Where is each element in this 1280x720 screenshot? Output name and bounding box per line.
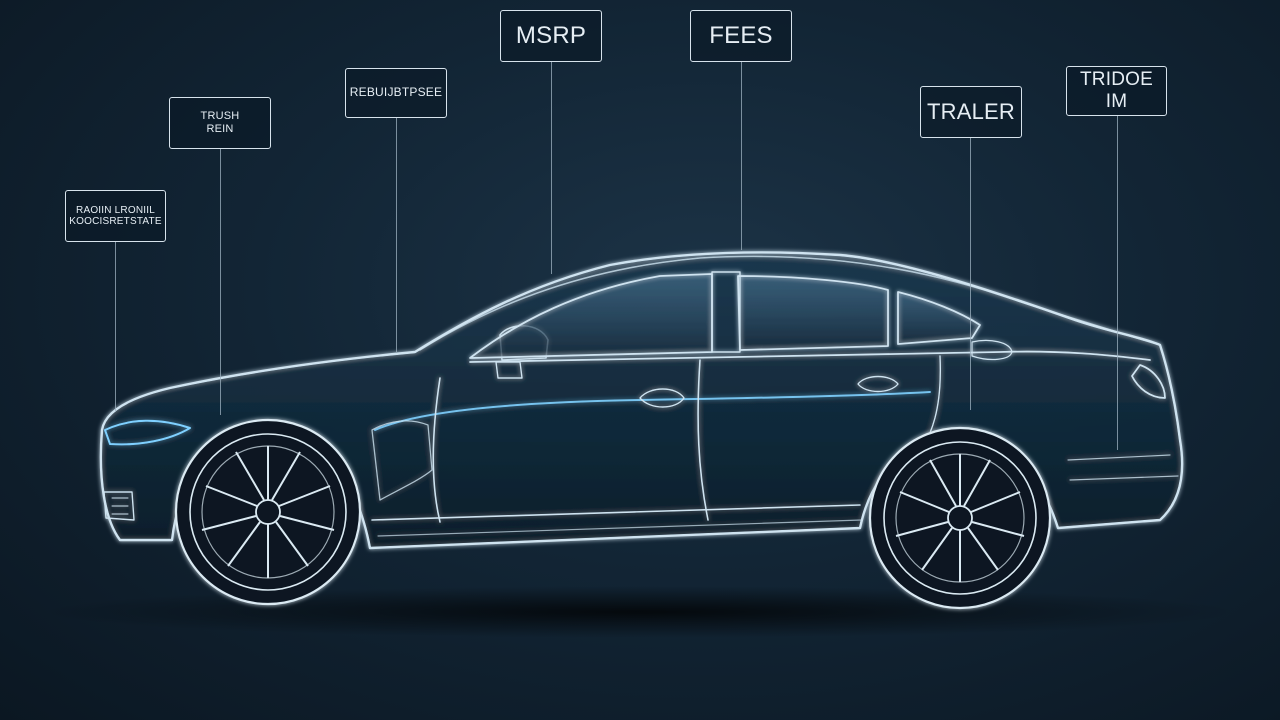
reg-text-line1: RAOIIN LRONIIL xyxy=(76,204,155,216)
leader-line-msrp xyxy=(551,62,552,274)
leader-line-trash xyxy=(220,149,221,415)
leader-line-rebates xyxy=(396,118,397,352)
rear-wheel xyxy=(868,426,1052,610)
traler-label: TRALER xyxy=(920,86,1022,138)
fees-label: FEES xyxy=(690,10,792,62)
rebates-text: REBUIJBTPSEE xyxy=(349,85,443,100)
registration-label: RAOIIN LRONIIL KOOCISRETSTATE xyxy=(65,190,166,242)
trade-in-label: TRIDOE IM xyxy=(1066,66,1167,116)
leader-line-traler xyxy=(970,138,971,410)
msrp-text: MSRP xyxy=(515,22,587,50)
trash-rein-label: TRUSH REIN xyxy=(169,97,271,149)
trash-text-line1: TRUSH xyxy=(200,110,240,123)
leader-line-fees xyxy=(741,62,742,250)
trash-text-line2: REIN xyxy=(206,123,234,135)
leader-line-reg xyxy=(115,242,116,412)
traler-text: TRALER xyxy=(927,99,1015,125)
car-windows xyxy=(469,271,1013,361)
ground-shadow xyxy=(40,586,1240,638)
leader-line-trade-in xyxy=(1117,116,1118,450)
msrp-label: MSRP xyxy=(500,10,602,62)
front-wheel xyxy=(174,418,362,606)
rebates-label: REBUIJBTPSEE xyxy=(345,68,447,118)
trade-in-text: TRIDOE IM xyxy=(1080,69,1153,112)
reg-text-line2: KOOCISRETSTATE xyxy=(69,216,162,227)
fees-text: FEES xyxy=(709,22,773,50)
